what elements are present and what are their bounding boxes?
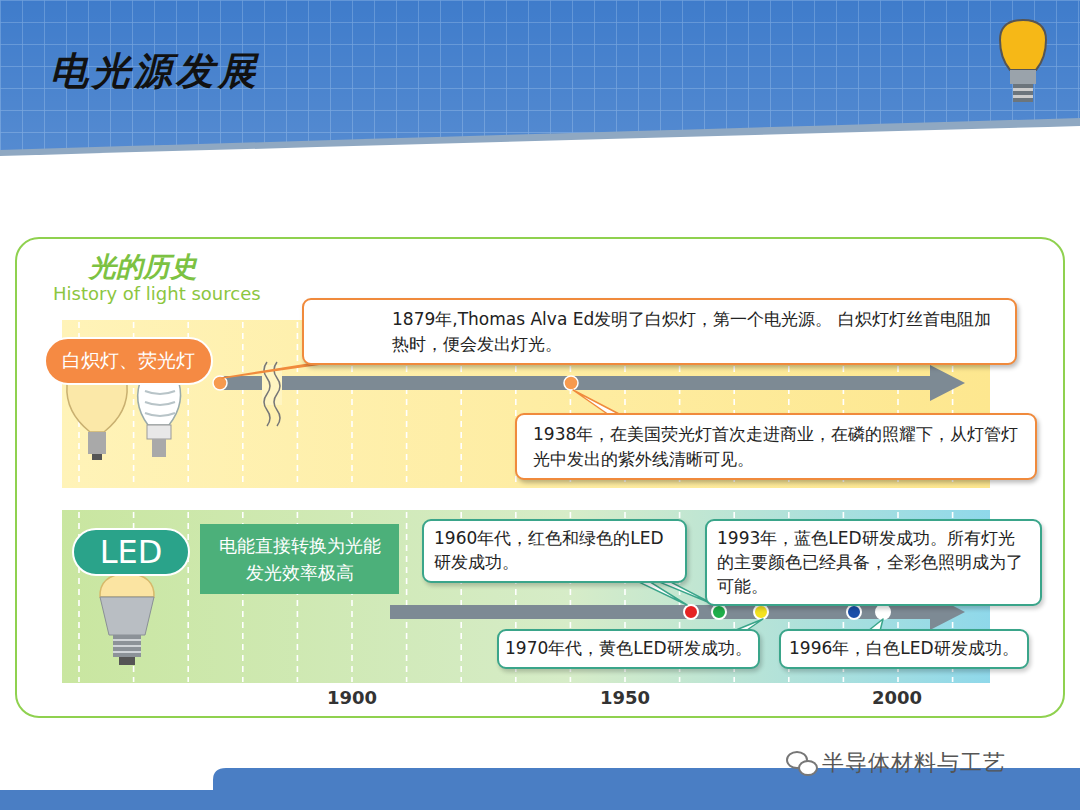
node-text: 1970年代，黄色LED研发成功。 xyxy=(505,637,752,661)
node-text: 1993年，蓝色LED研发成功。所有灯光的主要颜色已经具备，全彩色照明成为了可能… xyxy=(717,527,1030,598)
callout-box: 1938年，在美国荧光灯首次走进商业，在磷的照耀下，从灯管灯光中发出的紫外线清晰… xyxy=(515,413,1037,480)
callout-box: 1970年代，黄色LED研发成功。 xyxy=(497,629,760,669)
callout-box: 1996年，白色LED研发成功。 xyxy=(779,629,1029,669)
slide-title: 电光源发展 xyxy=(50,46,260,97)
node-text: 白炽灯、荧光灯 xyxy=(62,348,195,374)
callout-box: 1879年,Thomas Alva Ed发明了白炽灯，第一个电光源。 白炽灯灯丝… xyxy=(302,298,1017,365)
wechat-icon xyxy=(787,752,817,775)
year-label: 1950 xyxy=(600,687,650,708)
header-bulb-icon xyxy=(1000,20,1046,102)
panel-subheading: History of light sources xyxy=(53,283,261,304)
node-text: 1938年，在美国荧光灯首次走进商业，在磷的照耀下，从灯管灯光中发出的紫外线清晰… xyxy=(533,422,1019,471)
callout-tail xyxy=(636,581,687,605)
node-text: 电能直接转换为光能 发光效率极高 xyxy=(210,532,389,586)
history-panel: 光的历史History of light sources 白炽灯、荧光灯 1879年… xyxy=(15,237,1065,718)
node-text: LED xyxy=(74,533,188,571)
year-label: 2000 xyxy=(872,687,922,708)
category-pill: LED xyxy=(72,528,190,576)
year-label: 1900 xyxy=(327,687,377,708)
watermark: 半导体材料与工艺 xyxy=(822,748,1006,778)
callout-tail xyxy=(222,363,326,378)
node-text: 1960年代，红色和绿色的LED研发成功。 xyxy=(434,527,675,575)
callout-box: 1993年，蓝色LED研发成功。所有灯光的主要颜色已经具备，全彩色照明成为了可能… xyxy=(705,519,1042,606)
category-pill: 白炽灯、荧光灯 xyxy=(44,337,213,385)
info-box: 电能直接转换为光能 发光效率极高 xyxy=(200,524,399,594)
node-text: 1996年，白色LED研发成功。 xyxy=(789,637,1019,661)
callout-box: 1960年代，红色和绿色的LED研发成功。 xyxy=(422,519,687,583)
panel-heading: 光的历史 xyxy=(89,249,197,285)
node-text: 1879年,Thomas Alva Ed发明了白炽灯，第一个电光源。 白炽灯灯丝… xyxy=(392,307,999,356)
callout-tail xyxy=(573,390,621,415)
